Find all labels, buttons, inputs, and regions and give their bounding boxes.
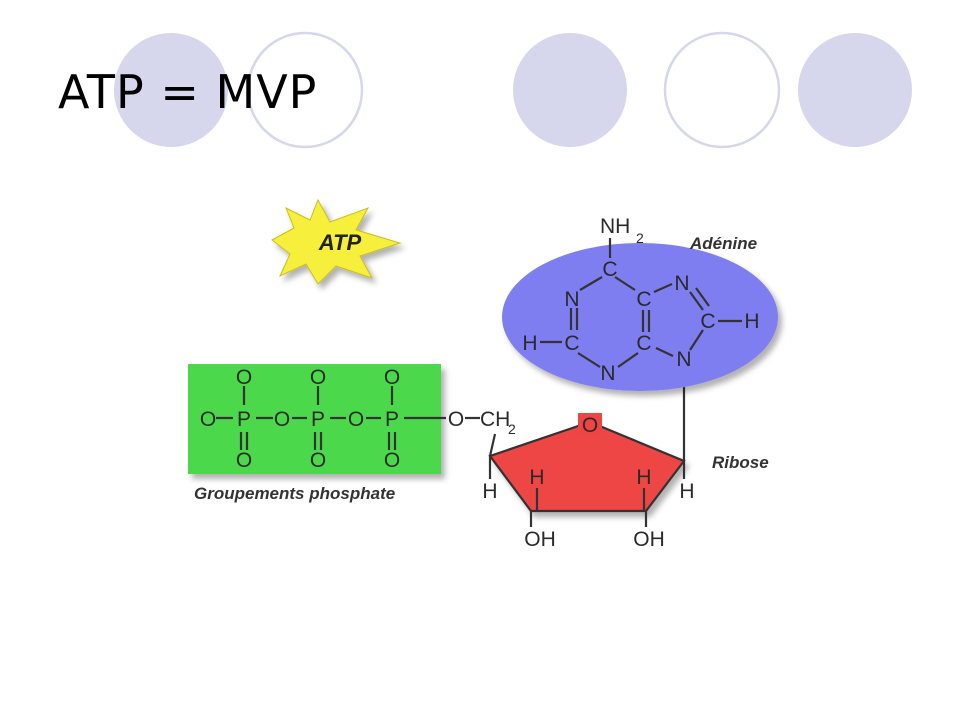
adenine-label: Adénine <box>689 234 757 253</box>
subscript: 2 <box>508 421 516 437</box>
atom-p: P <box>385 408 399 431</box>
atom-c: C <box>564 332 579 355</box>
atom-o: O <box>236 366 252 389</box>
atp-star: ATP <box>271 198 402 285</box>
phosphate-groups: O P O P O P O O O O O O O CH 2 Groupemen… <box>188 364 516 503</box>
atom-p: P <box>311 408 325 431</box>
atom-p: P <box>237 408 251 431</box>
atom-oh: OH <box>524 528 556 551</box>
ribose-label: Ribose <box>712 453 769 472</box>
atom-ch: CH <box>480 408 510 431</box>
atom-c: C <box>700 310 715 333</box>
atom-o: O <box>274 408 290 431</box>
atom-n: N <box>600 362 615 385</box>
circle-filled-2 <box>513 33 627 147</box>
atom-o: O <box>236 449 252 472</box>
atom-n: N <box>676 348 691 371</box>
atom-o: O <box>582 414 598 437</box>
atom-h: H <box>744 310 759 333</box>
atom-o: O <box>310 366 326 389</box>
atom-c: C <box>636 288 651 311</box>
atom-h: H <box>679 480 694 503</box>
atom-o: O <box>310 449 326 472</box>
atom-c: C <box>636 332 651 355</box>
ribose-ring <box>488 420 686 513</box>
star-label: ATP <box>318 230 362 255</box>
decorative-circles <box>114 31 912 149</box>
atom-o: O <box>348 408 364 431</box>
adenine: NH 2 C N C N C H <box>502 215 778 391</box>
atom-oh: OH <box>633 528 665 551</box>
atom-h: H <box>529 466 544 489</box>
ribose: O H H H H OH OH Ribose <box>482 367 769 551</box>
circle-outline-2 <box>663 31 781 149</box>
atom-n: N <box>564 288 579 311</box>
adenine-ellipse <box>502 243 778 391</box>
atom-nh: NH <box>600 215 630 238</box>
atom-h: H <box>522 332 537 355</box>
circle-outline-1 <box>246 31 364 149</box>
atom-o: O <box>384 449 400 472</box>
subscript: 2 <box>636 230 644 246</box>
atom-c: C <box>602 258 617 281</box>
slide-title: ATP = MVP <box>58 65 318 119</box>
atom-o: O <box>200 408 216 431</box>
atom-h: H <box>482 480 497 503</box>
atom-n: N <box>674 272 689 295</box>
atom-h: H <box>636 466 651 489</box>
ring-o-bg <box>578 413 602 435</box>
circle-filled-3 <box>798 33 912 147</box>
circle-filled-1 <box>114 33 228 147</box>
atom-o: O <box>384 366 400 389</box>
star-shape <box>271 198 402 285</box>
atom-o: O <box>448 408 464 431</box>
phosphate-label: Groupements phosphate <box>194 484 395 503</box>
